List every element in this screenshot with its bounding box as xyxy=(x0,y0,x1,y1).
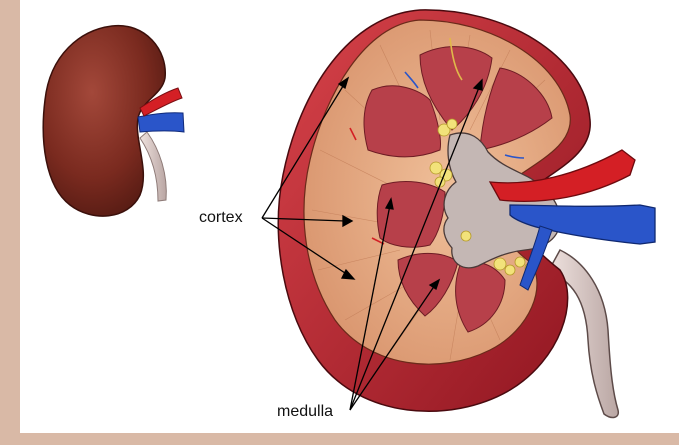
cortex-label: cortex xyxy=(199,209,243,227)
sectioned-kidney xyxy=(278,10,655,418)
small-kidney xyxy=(43,26,184,216)
medulla-label: medulla xyxy=(277,403,333,421)
small-ureter xyxy=(140,132,166,201)
pyramid-4 xyxy=(377,181,445,247)
